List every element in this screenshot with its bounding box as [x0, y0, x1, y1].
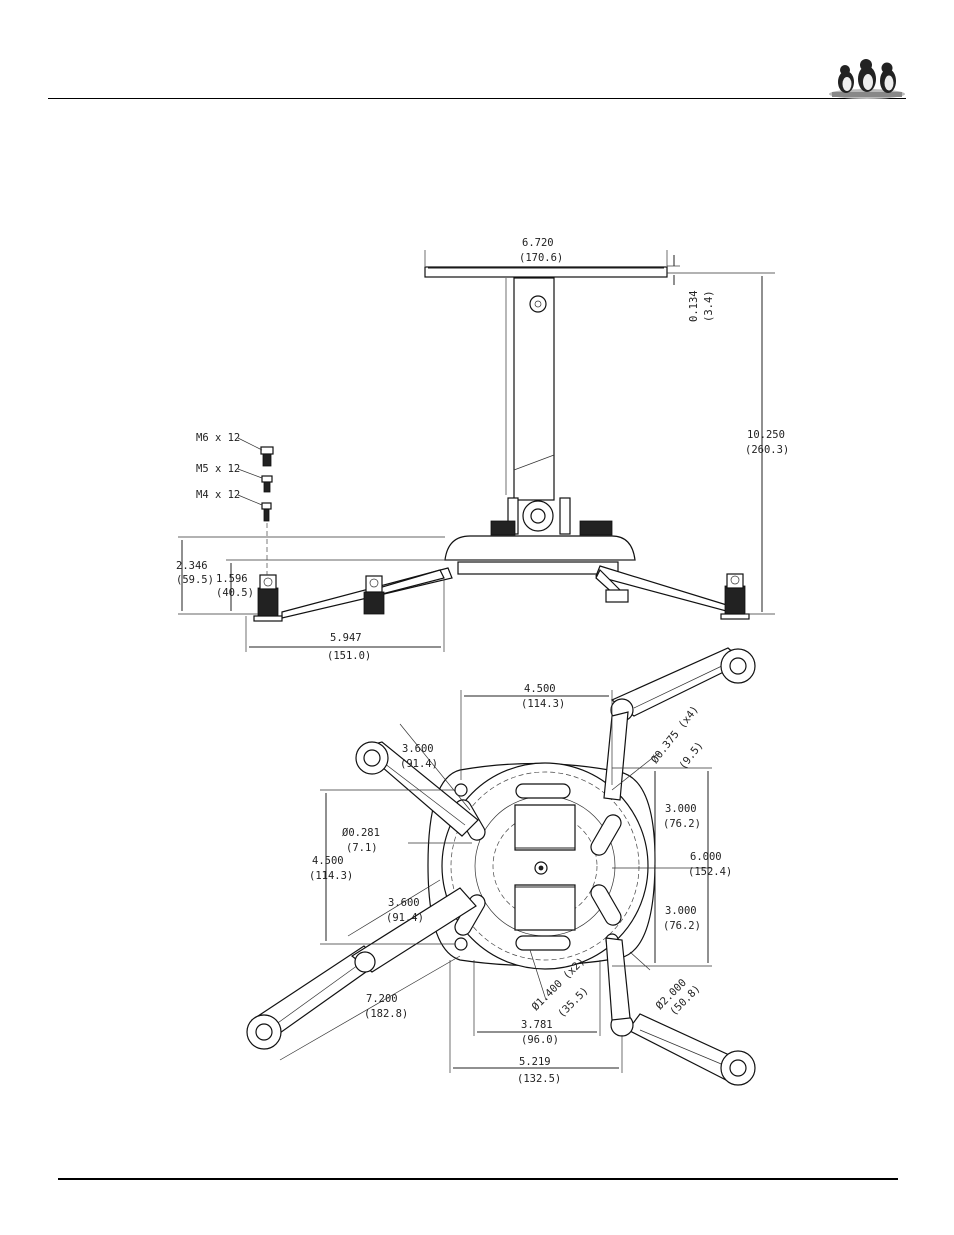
pivot-bolt [529, 295, 547, 313]
dim-arm2-mm: (91.4) [386, 912, 424, 924]
screw-m6 [260, 446, 274, 467]
dim-arm3-mm: (182.8) [364, 1008, 408, 1020]
dim-left-in: 4.500 [312, 855, 344, 867]
dim-h2-mm: (40.5) [216, 587, 254, 599]
dim-hole-mm: (7.1) [346, 842, 378, 854]
lock-knob-left [490, 520, 516, 536]
dim-reach-in: 5.947 [330, 632, 362, 644]
dim-arm1-in: 3.600 [402, 743, 434, 755]
dim-reach-mm: (151.0) [327, 650, 371, 662]
dim-lower-mm: (76.2) [663, 920, 701, 932]
dim-arm2-in: 3.600 [388, 897, 420, 909]
footer-rule [58, 1178, 898, 1180]
threaded-stud [724, 585, 746, 615]
ceiling-plate [424, 266, 668, 278]
dim-mid-mm: (96.0) [521, 1034, 559, 1046]
base-housing [444, 535, 636, 561]
dim-arm1-mm: (91.4) [400, 758, 438, 770]
penguin-icon [858, 59, 876, 92]
adapter-arm-bottom-left-outer [246, 945, 381, 1050]
label-screw-m5: M5 x 12 [196, 463, 240, 475]
dim-h2-in: 1.596 [216, 573, 248, 585]
screw-m4 [261, 502, 272, 522]
adapter-arm-bottom-right [605, 937, 756, 1086]
penguin-icon [880, 62, 896, 93]
label-screw-m6: M6 x 12 [196, 432, 240, 444]
dim-bottom-in: 5.219 [519, 1056, 551, 1068]
dim-hole4-mm: (9.5) [677, 740, 706, 772]
dim-plate-in: 0.134 [688, 290, 700, 322]
adapter-arm-top-right [603, 647, 756, 801]
dim-mid-in: 3.781 [521, 1019, 553, 1031]
adapter-arm-bottom-left-inner [350, 887, 477, 973]
dim-height-in: 10.250 [747, 429, 785, 441]
dim-h1-in: 2.346 [176, 560, 208, 572]
dim-h1-mm: (59.5) [176, 574, 214, 586]
dim-width-mm: (170.6) [519, 252, 563, 264]
mount-hole [454, 937, 468, 951]
side-view: 6.720 (170.6) 0.134 (3.4) 10.250 (260.3)… [176, 237, 789, 662]
penguin-icon [838, 65, 854, 93]
adapter-arm-top-left [355, 741, 479, 837]
dim-arm3-in: 7.200 [366, 993, 398, 1005]
dim-plate-mm: (3.4) [703, 290, 715, 322]
dim-left-mm: (114.3) [309, 870, 353, 882]
extension-column [513, 277, 555, 501]
dim-upper-in: 3.000 [665, 803, 697, 815]
slot-top [515, 783, 571, 799]
lock-knob-right [579, 520, 613, 536]
dim-total-mm: (152.4) [688, 866, 732, 878]
bottom-view: 4.500 (114.3) Ø0.375 (x4) (9.5) 3.600 (9… [246, 647, 756, 1086]
dim-upper-mm: (76.2) [663, 818, 701, 830]
dim-lower-in: 3.000 [665, 905, 697, 917]
threaded-stud [257, 587, 279, 617]
dim-top-mm: (114.3) [521, 698, 565, 710]
dim-bottom-mm: (132.5) [517, 1073, 561, 1085]
label-screw-m4: M4 x 12 [196, 489, 240, 501]
tilt-knob [530, 508, 546, 524]
dim-top-in: 4.500 [524, 683, 556, 695]
header-rule [48, 98, 906, 99]
threaded-stud [363, 591, 385, 615]
dim-total-in: 6.000 [690, 851, 722, 863]
brand-logo [829, 59, 905, 99]
dim-height-mm: (260.3) [745, 444, 789, 456]
slot-bottom [515, 935, 571, 951]
screw-m5 [261, 475, 273, 493]
dim-hole-in: Ø0.281 [342, 827, 380, 839]
dim-width-in: 6.720 [522, 237, 554, 249]
